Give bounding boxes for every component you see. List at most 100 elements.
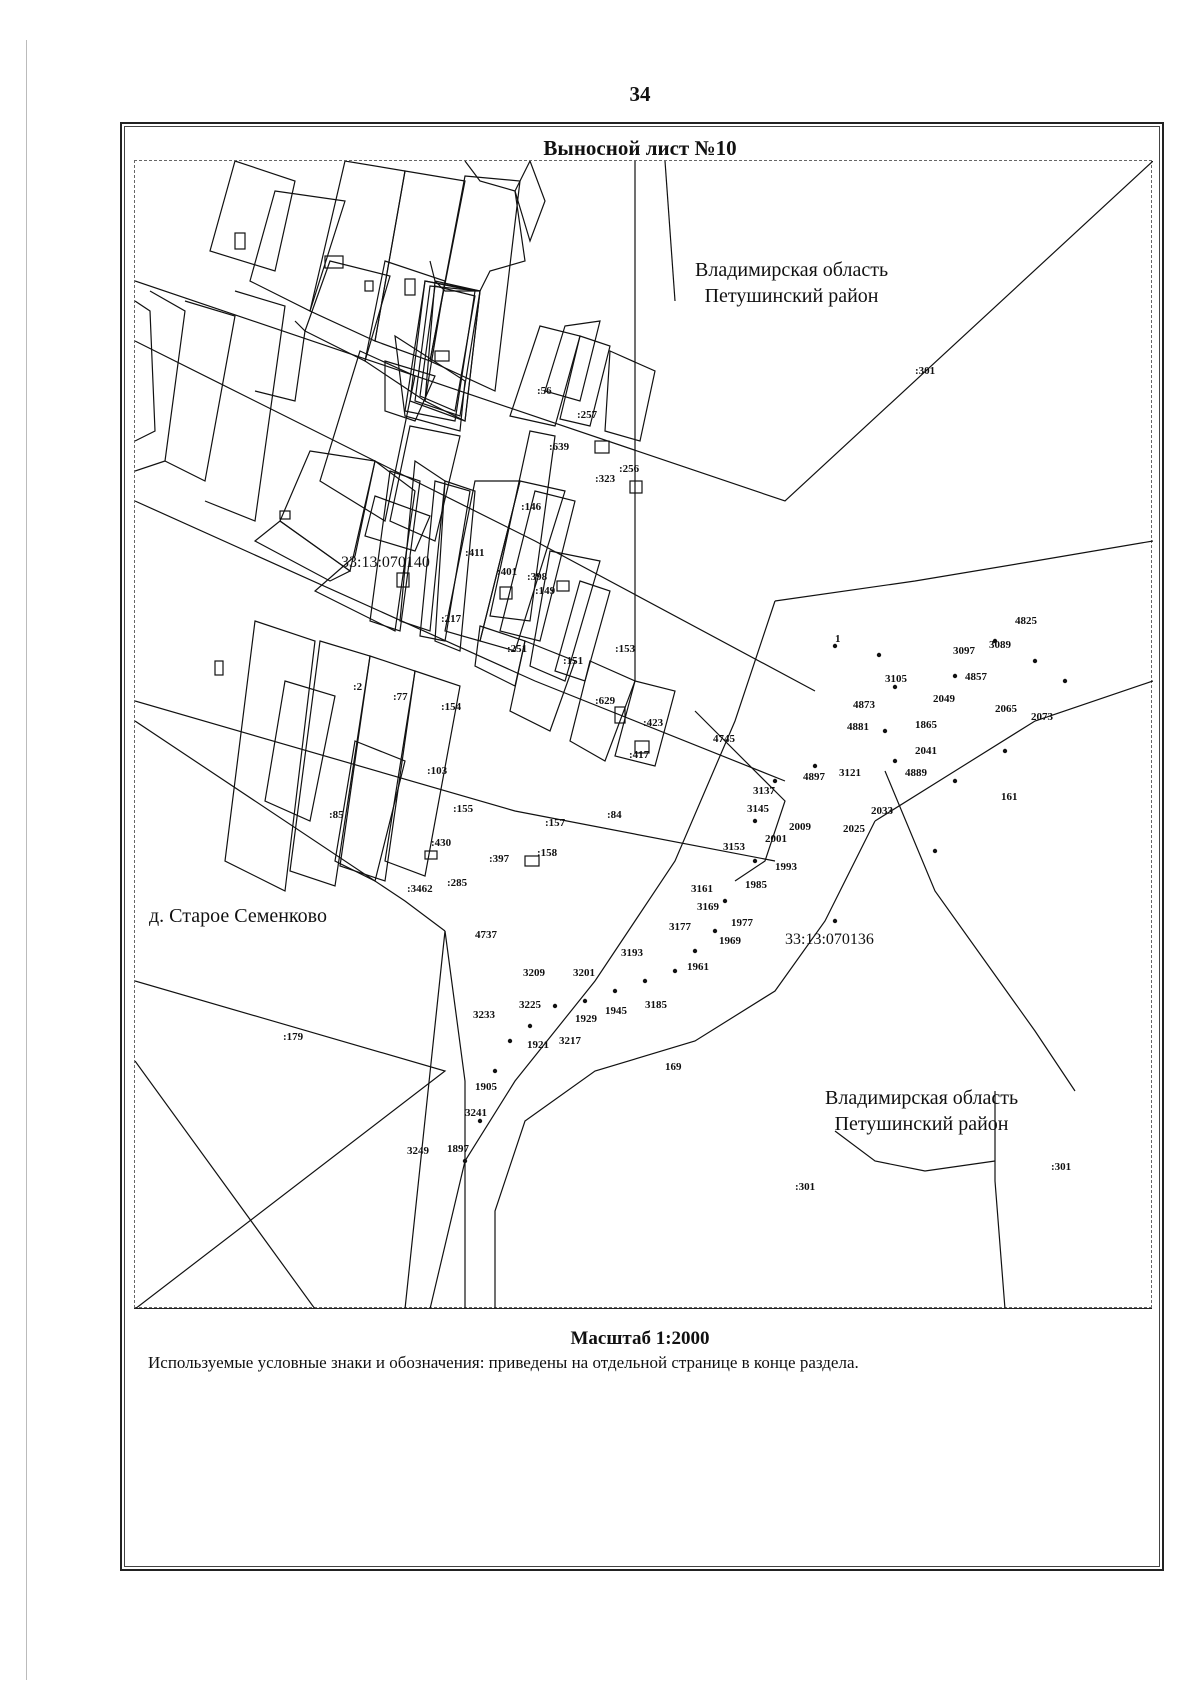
parcel-label: :629 [595,695,616,707]
building-16 [524,855,540,867]
parcel-label: :639 [549,441,570,453]
point-label: 3137 [753,785,775,797]
point-label: 3233 [473,1009,495,1021]
river-east [774,540,1153,602]
parcel-label: :323 [595,473,616,485]
parcel-label: :103 [427,765,448,777]
point-label: 4873 [853,699,875,711]
parcel-n-26 [509,325,581,427]
parcel-label: :85 [329,809,344,821]
building-12 [614,706,626,724]
parcel-n-1 [135,300,156,442]
parcel-n-8 [394,334,466,432]
cadastral-block-label: 33:13:070140 [341,554,430,571]
point-label: 1865 [915,719,937,731]
parcel-n-6 [319,350,416,522]
parcel-label: :149 [535,585,556,597]
parcel-n-14 [369,470,421,632]
point-label: 3185 [645,999,667,1011]
map-bottom-border [134,1308,1152,1309]
cadastral-block-label: 33:13:070136 [785,931,874,948]
road-east-2 [135,720,446,932]
point-label: 2009 [789,821,811,833]
parcel-n-21 [529,550,601,682]
parcel-label: :423 [643,717,664,729]
point-label: 1897 [447,1143,469,1155]
right-road-3 [834,1130,996,1172]
river-down [429,600,776,1309]
building-13 [634,740,650,754]
building-3 [364,280,374,292]
point-label: 3169 [697,901,719,913]
point-label: 3201 [573,967,595,979]
point-label: 1945 [605,1005,627,1017]
parcel-n-4 [204,290,286,522]
parcel-n-11 [279,450,376,573]
point-label: 4857 [965,671,987,683]
point-label: 2025 [843,823,865,835]
region-label-top: Владимирская область Петушинский район [695,257,888,309]
parcel-n-25 [404,280,476,422]
cadastral-map[interactable]: Владимирская область Петушинский район В… [134,160,1153,1309]
parcel-top-7 [364,260,446,403]
point-label: 4737 [475,929,497,941]
point-label: 3217 [559,1035,581,1047]
parcel-label: :301 [915,365,936,377]
point-label: 3193 [621,947,643,959]
parcel-n-15 [399,459,446,632]
parcel-n-32 [614,680,676,767]
parcel-n-7 [384,360,436,422]
point-label: 3105 [885,673,907,685]
parcel-n-20 [499,490,576,642]
parcel-label: :285 [447,877,468,889]
parcel-label: :417 [629,749,650,761]
point-label: 4881 [847,721,869,733]
road-east [135,700,776,862]
parcel-label: :430 [431,837,452,849]
parcel-n-24 [544,320,601,402]
forest-edge-top [429,161,526,292]
parcel-n-2 [135,290,186,472]
building-4 [404,278,416,296]
parcel-label: :154 [441,701,462,713]
parcel-label: :155 [453,803,474,815]
point-label: 3121 [839,767,861,779]
point-label: 2001 [765,833,787,845]
parcel-label: :179 [283,1031,304,1043]
river-south-bank-2 [494,820,876,1309]
parcel-n-30 [509,640,576,732]
parcel-label: :411 [465,547,485,559]
point-label: 3249 [407,1145,429,1157]
parcel-label: :301 [795,1181,816,1193]
building-2 [324,255,344,269]
parcel-label: :257 [577,409,598,421]
street-south-edge [135,500,786,782]
parcel-top-1 [209,161,296,272]
district-name: Петушинский район [834,1113,1009,1135]
south-parcels-4 [384,670,461,877]
district-name: Петушинский район [704,285,879,307]
parcel-top-10 [419,285,476,412]
map-drawing [135,161,1153,1309]
point-label: 4889 [905,767,927,779]
parcel-label: :158 [537,847,558,859]
parcel-n-27 [559,335,611,427]
map-scale: Масштаб 1:2000 [570,1328,710,1349]
parcel-top-11 [414,285,481,417]
road-fork [444,930,466,1309]
building-8 [499,586,513,600]
point-label: 3161 [691,883,713,895]
building-10 [594,440,610,454]
page-number: 34 [629,82,651,106]
right-road [884,770,1076,1092]
south-parcels [224,620,316,892]
left-zone-2 [135,1060,316,1309]
parcel-label: :153 [615,643,636,655]
building-9 [556,580,570,592]
parcel-label: :401 [497,566,518,578]
parcel-label: :2 [353,681,363,693]
parcel-label: :77 [393,691,408,703]
region-name: Владимирская область [825,1087,1019,1109]
region-label-bottom: Владимирская область Петушинский район [825,1085,1018,1137]
left-zone [135,980,447,1309]
